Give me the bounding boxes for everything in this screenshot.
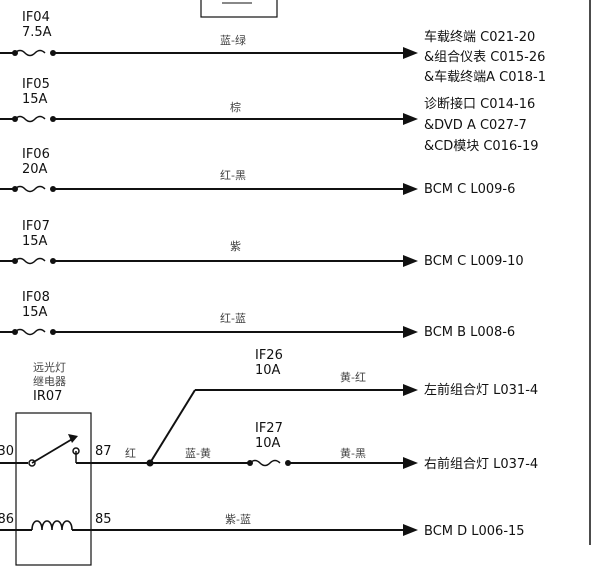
if07-id: IF07: [22, 219, 50, 234]
if06-line: [0, 183, 418, 195]
if05-line: [0, 113, 418, 125]
branch-lines: [146, 384, 418, 469]
relay-pin-87: 87: [95, 444, 112, 459]
if04-dest-2: &组合仪表 C015-26: [424, 50, 546, 65]
coil-wire-color: 紫-蓝: [225, 513, 251, 526]
relay-name-line2: 继电器: [33, 375, 66, 388]
if26-wire-color: 黄-红: [340, 371, 366, 384]
if08-wire-color: 红-蓝: [220, 312, 246, 325]
relay-name-line1: 远光灯: [33, 361, 66, 374]
if04-id: IF04: [22, 10, 50, 25]
if05-dest-2: &DVD A C027-7: [424, 118, 527, 133]
coil-dest: BCM D L006-15: [424, 524, 525, 539]
if06-rating: 20A: [22, 162, 48, 177]
if07-dest: BCM C L009-10: [424, 254, 524, 269]
relay-ir07: [0, 412, 418, 566]
if08-dest: BCM B L008-6: [424, 325, 516, 340]
if04-dest-3: &车载终端A C018-1: [424, 70, 547, 85]
if05-dest-1: 诊断接口 C014-16: [424, 97, 536, 112]
if08-line: [0, 326, 418, 338]
if26-id: IF26: [255, 348, 283, 363]
if05-wire-color: 棕: [230, 101, 241, 114]
if05-dest-3: &CD模块 C016-19: [424, 139, 539, 154]
if06-dest: BCM C L009-6: [424, 182, 516, 197]
if27-id: IF27: [255, 421, 283, 436]
if04-rating: 7.5A: [22, 25, 52, 40]
if08-id: IF08: [22, 290, 50, 305]
if04-line: [0, 47, 418, 59]
relay-id: IR07: [33, 389, 63, 404]
if27-dest: 右前组合灯 L037-4: [424, 457, 539, 472]
if04-wire-color: 蓝-绿: [220, 34, 246, 47]
relay-pin-85: 85: [95, 512, 112, 527]
if07-rating: 15A: [22, 234, 48, 249]
if27-rating: 10A: [255, 436, 281, 451]
if26-dest: 左前组合灯 L031-4: [424, 383, 539, 398]
if08-rating: 15A: [22, 305, 48, 320]
if07-line: [0, 255, 418, 267]
if27-in-wire-color: 蓝-黄: [185, 447, 211, 460]
if04-dest-1: 车载终端 C021-20: [424, 30, 536, 45]
if05-id: IF05: [22, 77, 50, 92]
top-box: [200, 0, 278, 18]
relay-87-wire-color: 红: [125, 447, 136, 460]
relay-pin-30: 30: [0, 444, 14, 459]
relay-pin-86: 86: [0, 512, 14, 527]
if26-rating: 10A: [255, 363, 281, 378]
if06-wire-color: 红-黑: [220, 169, 246, 182]
if06-id: IF06: [22, 147, 50, 162]
if05-rating: 15A: [22, 92, 48, 107]
if27-out-wire-color: 黄-黑: [340, 447, 366, 460]
if07-wire-color: 紫: [230, 240, 241, 253]
